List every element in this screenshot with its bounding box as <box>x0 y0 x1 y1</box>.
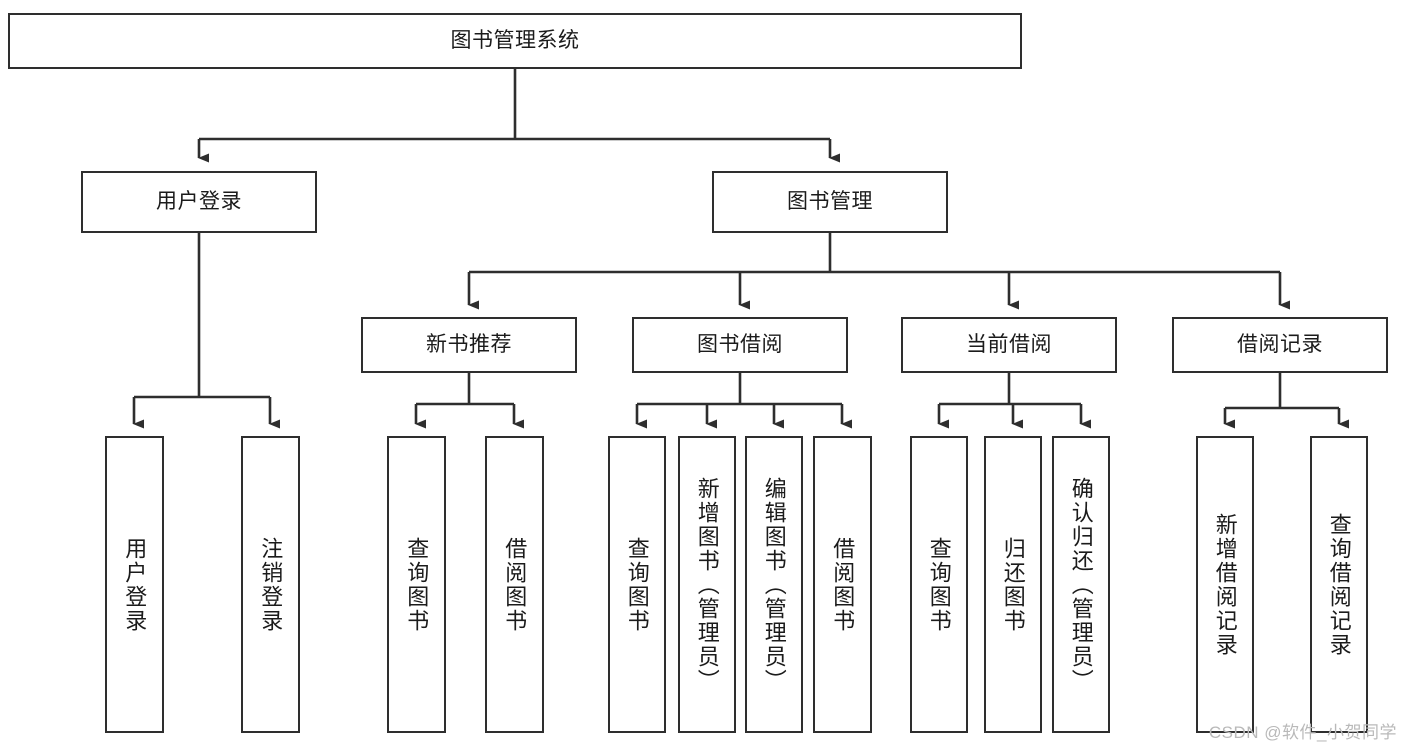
node-current-borrow[interactable]: 当前借阅 <box>901 317 1117 373</box>
node-leaf-add-borrow-record-label: 新增借阅记录 <box>1212 512 1238 657</box>
node-leaf-borrow-book[interactable]: 借阅图书 <box>813 436 872 733</box>
node-book-manage[interactable]: 图书管理 <box>712 171 948 233</box>
node-book-manage-label: 图书管理 <box>787 190 873 214</box>
node-leaf-query-book-current-label: 查询图书 <box>926 536 952 633</box>
node-leaf-return-book[interactable]: 归还图书 <box>984 436 1042 733</box>
node-user-login-label: 用户登录 <box>156 190 242 214</box>
node-book-borrow[interactable]: 图书借阅 <box>632 317 848 373</box>
node-borrow-record-label: 借阅记录 <box>1237 333 1323 357</box>
node-leaf-add-book-admin[interactable]: 新增图书（管理员） <box>678 436 736 733</box>
node-leaf-logout-login-label: 注销登录 <box>258 536 284 633</box>
node-borrow-record[interactable]: 借阅记录 <box>1172 317 1388 373</box>
node-leaf-query-borrow-record[interactable]: 查询借阅记录 <box>1310 436 1368 733</box>
node-leaf-user-login[interactable]: 用户登录 <box>105 436 164 733</box>
node-user-login[interactable]: 用户登录 <box>81 171 317 233</box>
node-leaf-query-book-rec-label: 查询图书 <box>404 536 430 633</box>
node-leaf-edit-book-admin-label: 编辑图书（管理员） <box>761 476 787 693</box>
node-leaf-query-book-current[interactable]: 查询图书 <box>910 436 968 733</box>
node-new-book-recommend-label: 新书推荐 <box>426 333 512 357</box>
node-root[interactable]: 图书管理系统 <box>8 13 1022 69</box>
node-root-label: 图书管理系统 <box>450 29 580 53</box>
node-leaf-user-login-label: 用户登录 <box>122 536 148 633</box>
node-leaf-edit-book-admin[interactable]: 编辑图书（管理员） <box>745 436 803 733</box>
node-leaf-return-book-label: 归还图书 <box>1000 536 1026 633</box>
node-leaf-logout-login[interactable]: 注销登录 <box>241 436 300 733</box>
node-book-borrow-label: 图书借阅 <box>697 333 783 357</box>
node-leaf-query-borrow-record-label: 查询借阅记录 <box>1326 512 1352 657</box>
node-leaf-borrow-book-rec-label: 借阅图书 <box>502 536 528 633</box>
node-leaf-borrow-book-label: 借阅图书 <box>830 536 856 633</box>
node-leaf-borrow-book-rec[interactable]: 借阅图书 <box>485 436 544 733</box>
node-new-book-recommend[interactable]: 新书推荐 <box>361 317 577 373</box>
node-leaf-confirm-return-admin-label: 确认归还（管理员） <box>1068 476 1094 693</box>
node-leaf-add-borrow-record[interactable]: 新增借阅记录 <box>1196 436 1254 733</box>
node-leaf-query-book-borrow[interactable]: 查询图书 <box>608 436 666 733</box>
csdn-watermark: CSDN @软件_小贺同学 <box>1208 723 1397 742</box>
node-leaf-confirm-return-admin[interactable]: 确认归还（管理员） <box>1052 436 1110 733</box>
node-leaf-add-book-admin-label: 新增图书（管理员） <box>694 476 720 693</box>
node-current-borrow-label: 当前借阅 <box>966 333 1052 357</box>
node-leaf-query-book-rec[interactable]: 查询图书 <box>387 436 446 733</box>
node-leaf-query-book-borrow-label: 查询图书 <box>624 536 650 633</box>
